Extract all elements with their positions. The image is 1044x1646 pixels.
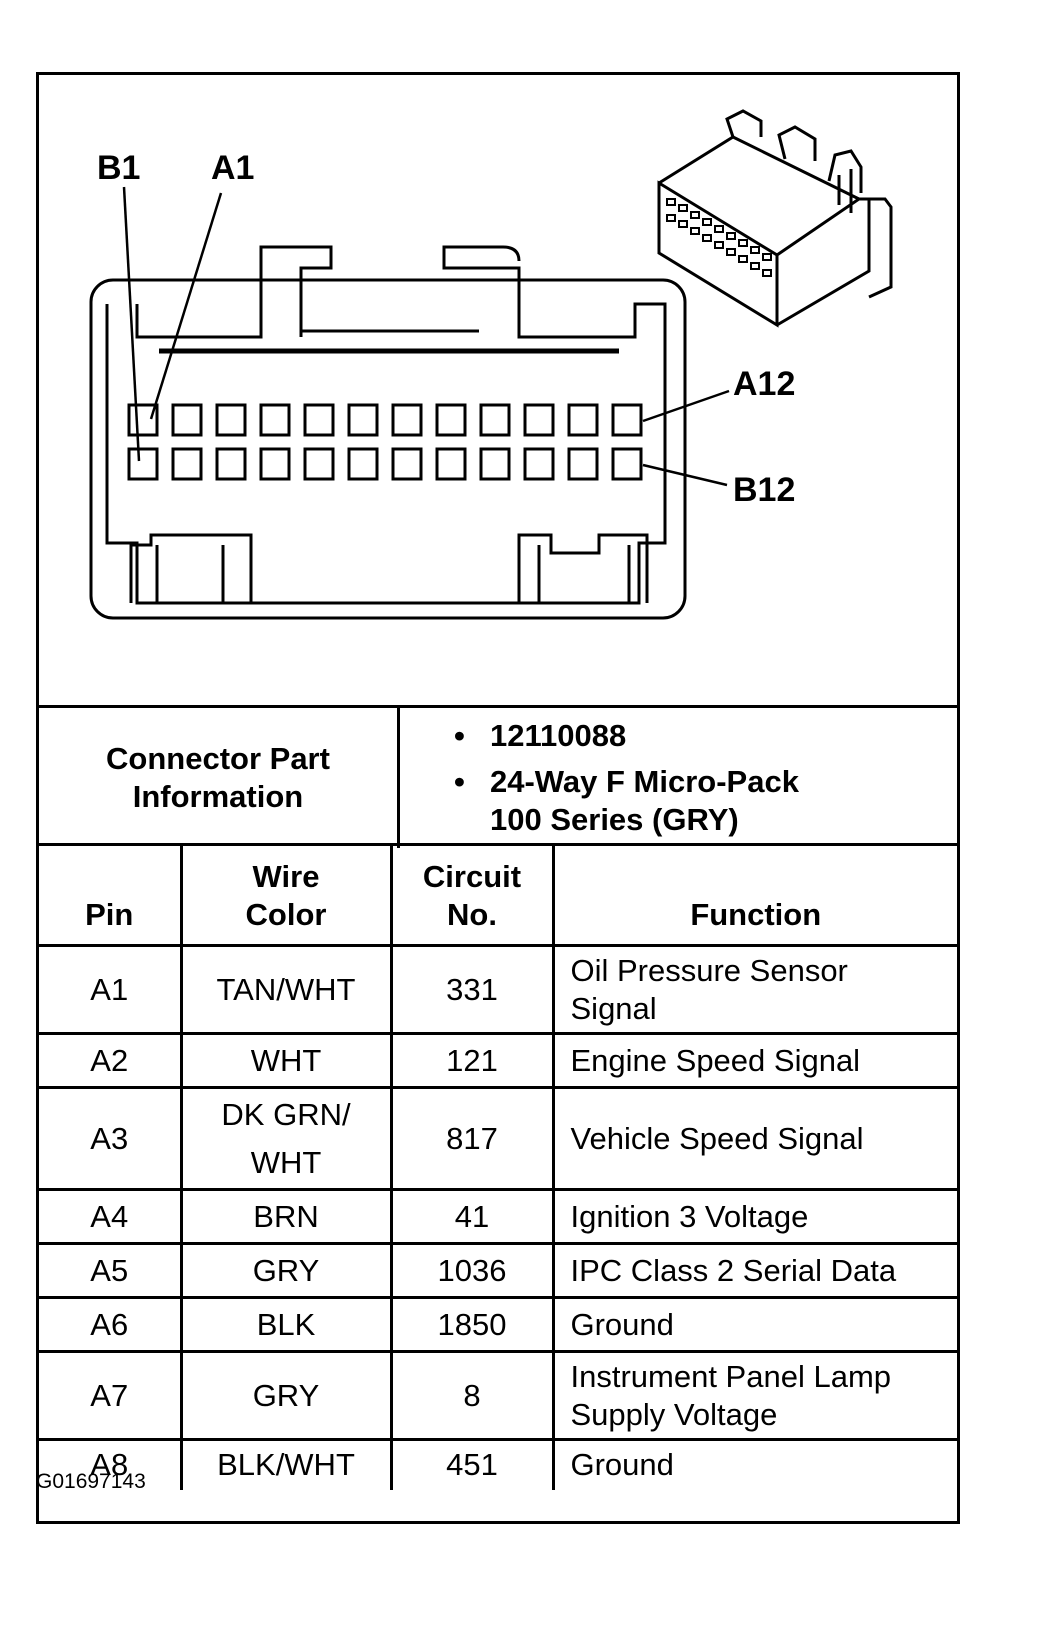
header-function: Function [551,843,957,947]
a1-leader-line [149,192,223,420]
callout-a1: A1 [211,149,254,187]
part-number-item: • 12110088 [454,717,956,755]
pin-cavity-row-b [127,447,643,481]
connector-description: 24-Way F Micro-Pack 100 Series (GRY) [490,763,799,839]
cell-pin: A6 [39,1296,183,1353]
cell-function: Vehicle Speed Signal [551,1086,957,1191]
table-row: A8 BLK/WHT 451 Ground [39,1438,957,1490]
cell-circuit: 817 [389,1086,555,1191]
a12-leader-line [642,389,730,423]
part-number: 12110088 [490,718,627,753]
table-row: A5 GRY 1036 IPC Class 2 Serial Data [39,1242,957,1299]
cell-pin: A2 [39,1032,183,1089]
header-pin: Pin [39,843,183,947]
bullet-icon: • [454,718,465,753]
connector-figure-frame: B1 A1 A12 B12 [36,72,960,1524]
table-row: A2 WHT 121 Engine Speed Signal [39,1032,957,1089]
pin-cavity-row-a [127,403,643,437]
table-row: A6 BLK 1850 Ground [39,1296,957,1353]
cell-pin: A3 [39,1086,183,1191]
bullet-icon: • [454,764,465,799]
info-label-line-1: Connector Part [106,741,330,776]
cell-circuit: 121 [389,1032,555,1089]
cell-circuit: 1850 [389,1296,555,1353]
cell-circuit: 41 [389,1188,555,1245]
connector-part-info-values: • 12110088 • 24-Way F Micro-Pack 100 Ser… [398,705,957,848]
connector-face-diagram: B1 A1 A12 B12 [89,109,893,620]
connector-isometric-view [657,109,893,328]
callout-b12: B12 [733,471,795,509]
description-line-1: 24-Way F Micro-Pack [490,764,799,799]
left-latch [259,245,333,337]
header-circuit-no: Circuit No. [389,843,555,947]
cell-pin: A7 [39,1350,183,1441]
bottom-right-tab [517,533,649,603]
cell-function: IPC Class 2 Serial Data [551,1242,957,1299]
cell-pin: A1 [39,944,183,1035]
cell-circuit: 451 [389,1438,555,1490]
table-row: A3 DK GRN/WHT 817 Vehicle Speed Signal [39,1086,957,1191]
cell-function: Ground [551,1296,957,1353]
description-line-2: 100 Series (GRY) [490,802,739,837]
cell-pin: A8 [39,1438,183,1490]
b12-leader-line [642,463,728,487]
cell-circuit: 1036 [389,1242,555,1299]
cell-wire-color: BRN [179,1188,393,1245]
table-row: A4 BRN 41 Ignition 3 Voltage [39,1188,957,1245]
b1-leader-line [122,186,141,462]
cell-wire-color: WHT [179,1032,393,1089]
callout-b1: B1 [97,149,140,187]
cell-pin: A4 [39,1188,183,1245]
connector-body [105,280,667,605]
header-wire-color: Wire Color [179,843,393,947]
document-id: G01697143 [36,1470,146,1493]
table-header-row: Pin Wire Color Circuit No. Function [39,843,957,947]
cell-function: Engine Speed Signal [551,1032,957,1089]
info-label-line-2: Information [132,779,304,814]
connector-housing [89,278,687,620]
cell-wire-color: GRY [179,1350,393,1441]
cell-wire-color: GRY [179,1242,393,1299]
right-latch [442,245,521,337]
cell-function: Ground [551,1438,957,1490]
cell-wire-color: BLK [179,1296,393,1353]
pin-assignment-table: Pin Wire Color Circuit No. Function A1 T… [39,843,957,1490]
description-item: • 24-Way F Micro-Pack 100 Series (GRY) [454,763,956,839]
cell-circuit: 8 [389,1350,555,1441]
connector-part-info-table: Connector Part Information • 12110088 • … [39,705,957,848]
cell-function: Ignition 3 Voltage [551,1188,957,1245]
cell-pin: A5 [39,1242,183,1299]
callout-a12: A12 [733,365,795,403]
cell-wire-color: TAN/WHT [179,944,393,1035]
cell-wire-color: BLK/WHT [179,1438,393,1490]
connector-part-info-label: Connector Part Information [39,705,400,848]
cell-wire-color: DK GRN/WHT [179,1086,393,1191]
cell-circuit: 331 [389,944,555,1035]
bottom-left-tab [129,533,253,603]
